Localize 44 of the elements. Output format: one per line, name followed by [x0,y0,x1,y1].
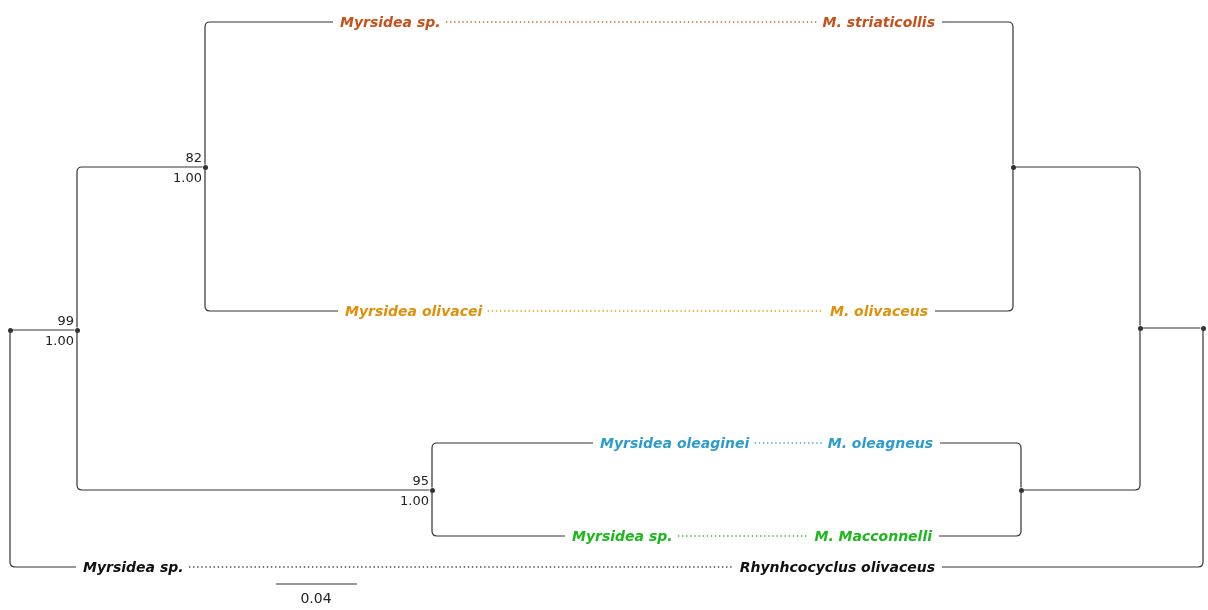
tree-branch [1014,166,1141,327]
taxon-label: Myrsidea sp. [572,528,673,544]
taxon-label: Myrsidea olivacei [345,303,483,319]
tree-branch [941,21,1014,166]
branch-node [7,327,13,333]
support-value: 95 [412,473,429,488]
tree-branch [431,442,594,489]
dotted-connector [754,442,823,444]
support-value: 82 [185,150,202,165]
tree-branch [204,168,339,312]
branch-node [202,164,208,170]
taxon-label: Myrsidea oleaginei [600,435,750,451]
tree-branch [1022,329,1141,491]
taxon-label: Myrsidea sp. [83,559,184,575]
branch-node [429,487,435,493]
dotted-connector [188,566,735,568]
tree-branch [76,331,431,491]
dotted-connector [445,21,818,23]
taxon-label: M. striaticollis [822,14,935,30]
tree-branch [941,329,1204,568]
support-value: 1.00 [45,333,74,348]
tree-branch [9,331,77,568]
tree-branch [938,491,1022,537]
tree-branch [1141,327,1202,329]
tree-branch [939,442,1022,489]
support-value: 99 [57,313,74,328]
taxon-label: M. olivaceus [830,303,928,319]
taxon-label: M. Macconnelli [814,528,932,544]
support-value: 1.00 [173,170,202,185]
tree-branch [934,168,1014,312]
branch-node [1200,325,1206,331]
taxon-label: M. oleagneus [827,435,933,451]
branch-node [1137,325,1143,331]
tree-branch [431,491,566,537]
taxon-label: Myrsidea sp. [340,14,441,30]
branch-node [1010,164,1016,170]
branch-node [1018,487,1024,493]
taxon-label: Rhynhcocyclus olivaceus [739,559,935,575]
support-value: 1.00 [400,493,429,508]
tree-branch [11,329,76,331]
branch-node [74,327,80,333]
tree-branch [76,166,204,329]
scale-label: 0.04 [300,590,332,606]
tree-branch [204,21,334,166]
